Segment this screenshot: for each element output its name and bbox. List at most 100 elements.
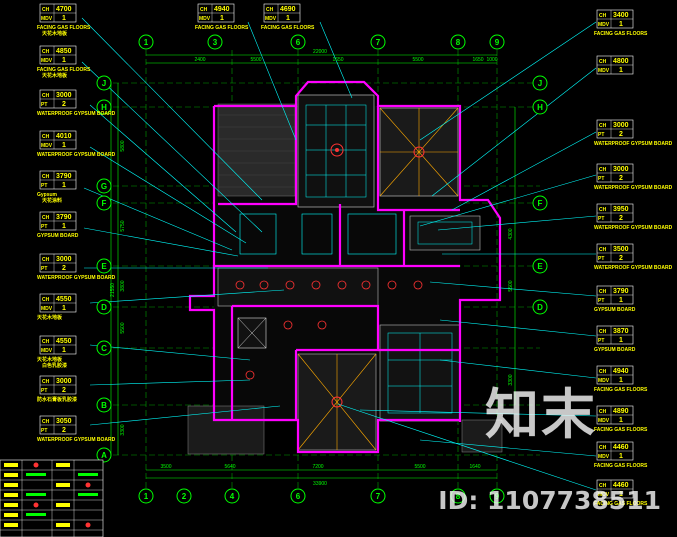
tag-value: 3050 [56,418,72,425]
axis-bubble-left: E [96,258,112,274]
tag-number: 2 [62,265,66,272]
axis-bubble-top-label: 3 [213,38,218,47]
tag-value: 3400 [613,12,629,19]
tag-ch: CH [42,419,50,425]
dim-top: 5500 [412,57,423,63]
tag-type: MDV [598,454,610,460]
tag-number: 1 [62,182,66,189]
axis-bubble-left: B [96,397,112,413]
axis-bubble-bottom-label: 8 [456,492,461,501]
tag-value: 4460 [613,444,629,451]
tag-type: MDV [41,143,53,149]
dim-right: 3300 [508,374,514,385]
axis-bubble-left: D [96,299,112,315]
watermark-id: ID: 1107738511 [438,486,661,515]
tag-type: PT [598,132,604,138]
watermark-brand: 知末 [485,383,597,446]
tag-type: PT [41,388,47,394]
tag-note: FACING GAS FLOORS [594,31,648,37]
axis-bubble-bottom: 4 [224,488,240,504]
axis-bubble-top: 9 [489,34,505,50]
tag-number: 1 [62,15,66,22]
axis-bubble-left-label: D [101,303,107,312]
tag-number: 2 [619,255,623,262]
tag-note: WATERPROOF GYPSUM BOARD [594,265,673,271]
tag-ch: CH [599,59,607,65]
tag-type: PT [598,338,604,344]
tag-value: 4800 [613,58,629,65]
dim-top: 5500 [250,57,261,63]
tag-note: 天花木地板 [37,314,63,321]
tag-ch: CH [42,174,50,180]
tag-note: WATERPROOF GYPSUM BOARD [37,275,116,281]
axis-bubble-left: A [96,447,112,463]
axis-bubble-top-label: 9 [495,38,500,47]
tag-type: MDV [41,16,53,22]
axis-bubble-left: F [96,195,112,211]
dim-left: 5750 [120,220,126,231]
tag-value: 3500 [613,246,629,253]
tag-ch: CH [599,329,607,335]
tag-type: MDV [199,16,211,22]
tag-value: 3790 [613,288,629,295]
tag-number: 2 [619,131,623,138]
tag-ch: CH [599,289,607,295]
axis-bubble-bottom-label: 7 [376,492,381,501]
dim-bottom: 7200 [312,464,323,470]
tag-ch: CH [599,483,607,489]
tag-value: 3000 [613,122,629,129]
tag-value: 4940 [214,6,230,13]
tag-number: 1 [62,57,66,64]
tag-ch: CH [42,215,50,221]
tag-value: 3000 [613,166,629,173]
dim-bottom: 5500 [414,464,425,470]
tag-number: 2 [619,215,623,222]
tag-ch: CH [599,409,607,415]
axis-bubble-left: G [96,178,112,194]
tag-value: 4850 [56,48,72,55]
dim-bottom: 5640 [224,464,235,470]
dim-top: 1650 [332,57,343,63]
axis-bubble-left-label: H [101,103,107,112]
tag-note-2: 白色乳胶漆 [42,362,67,369]
tag-value: 4010 [56,133,72,140]
floor-plan [187,80,503,455]
tag-type: PT [598,176,604,182]
axis-bubble-top-label: 7 [376,38,381,47]
tag-ch: CH [599,247,607,253]
tag-note: FACING GAS FLOORS [261,25,315,31]
tag-note: WATERPROOF GYPSUM BOARD [594,141,673,147]
axis-bubble-right: D [532,299,548,315]
axis-bubble-right: J [532,75,548,91]
tag-number: 1 [62,305,66,312]
tag-number: 1 [619,21,623,28]
tag-number: 1 [619,337,623,344]
leader-lines [81,17,597,491]
tag-note-2: 天花木地板 [42,72,68,79]
tag-ch: CH [599,123,607,129]
axis-bubble-right-label: E [537,262,543,271]
tag-ch: CH [266,7,274,13]
axis-bubble-left-label: B [101,401,107,410]
axis-bubble-right-label: F [538,199,543,208]
tag-type: MDV [598,492,610,498]
axis-bubble-bottom-label: 2 [182,492,187,501]
tag-note: GYPSUM BOARD [594,347,636,353]
tag-value: 3000 [56,92,72,99]
tag-number: 1 [62,347,66,354]
tag-ch: CH [42,7,50,13]
tag-number: 1 [62,223,66,230]
axis-bubble-right-label: H [537,103,543,112]
tag-type: PT [41,428,47,434]
room-hatching [187,94,503,455]
